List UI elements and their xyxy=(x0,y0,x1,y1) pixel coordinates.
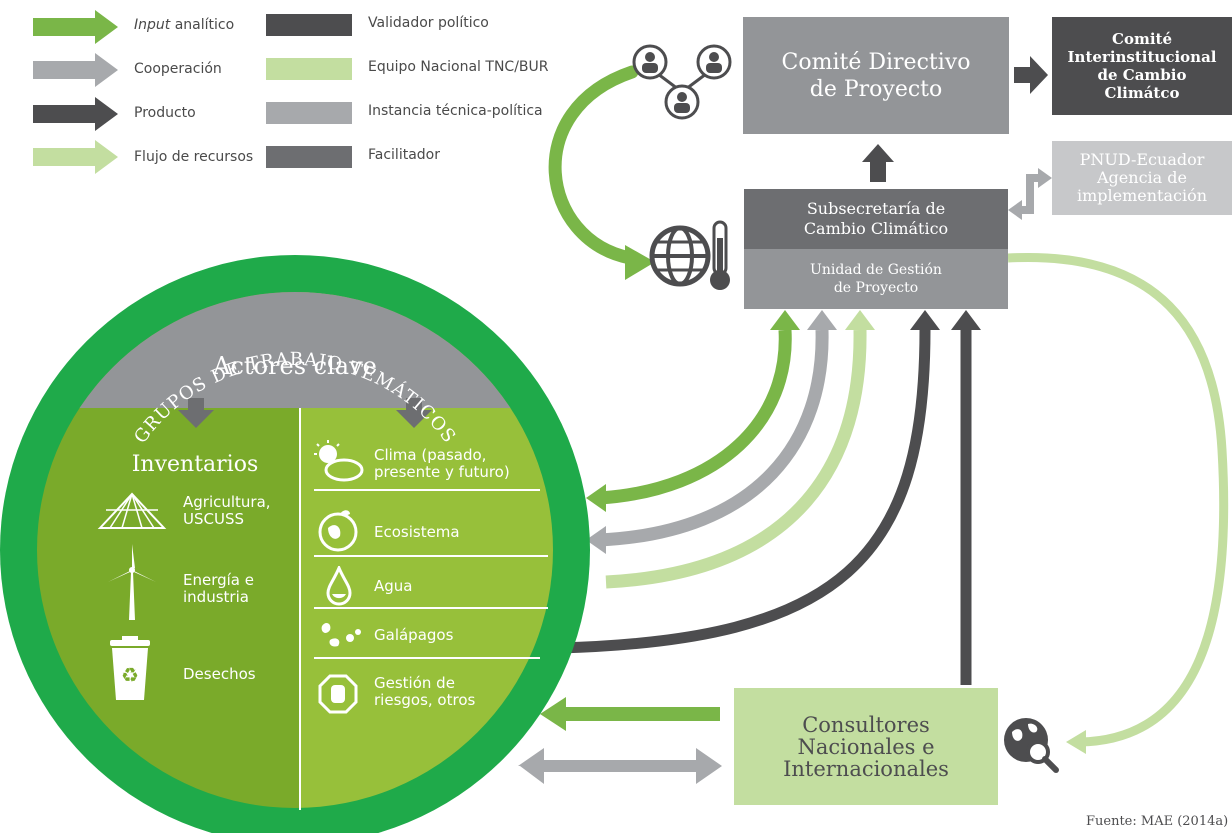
legend-label-validador: Validador político xyxy=(368,15,489,31)
subsecretaria-line2: Cambio Climático xyxy=(803,219,949,238)
arrow-consultores-to-circle xyxy=(540,697,720,731)
actores-clave-label: Actores clave xyxy=(213,352,377,380)
legend-arrow-cooperacion xyxy=(33,53,118,87)
globe-leaf-icon xyxy=(318,510,358,552)
arrow-sub-to-directivo xyxy=(862,144,894,182)
legend-label-input: Input analítico xyxy=(134,17,235,33)
arrow-consultores-double xyxy=(518,748,722,784)
wind-turbine-icon xyxy=(108,544,156,620)
comite-inter-box: Comité Interinstitucional de Cambio Clim… xyxy=(1052,17,1232,115)
arrowhead-people-to-globe xyxy=(625,245,655,280)
source-note: Fuente: MAE (2014a) xyxy=(1086,814,1229,829)
thematic-groups-circle: GRUPOS DE TRABAJO TEMÁTICOS xyxy=(0,255,590,833)
pnud-line1: PNUD-Ecuador xyxy=(1079,150,1205,169)
arrowhead-pnud-right xyxy=(1038,168,1052,188)
subsecretaria-header: Subsecretaría de Cambio Climático xyxy=(744,189,1008,249)
legend-arrow-input xyxy=(33,10,118,44)
people-network-icon xyxy=(632,44,732,120)
islands-icon xyxy=(321,623,361,647)
arrow-circle-light xyxy=(605,329,867,589)
arrowhead-green-up xyxy=(770,310,800,330)
inventarios-label: Inventarios xyxy=(131,452,259,477)
consultores-line2: Nacionales e xyxy=(797,734,935,759)
right-item-2-label: Ecosistema xyxy=(374,523,460,541)
svg-text:♻: ♻ xyxy=(121,663,139,687)
arrow-directivo-to-inter xyxy=(1014,56,1048,94)
arrowhead-to-search xyxy=(1066,730,1086,754)
consultores-line1: Consultores xyxy=(802,712,930,737)
legend-box-equipo xyxy=(266,58,352,80)
subsecretaria-box: Subsecretaría de Cambio Climático Unidad… xyxy=(744,189,1008,309)
arrow-pnud-link xyxy=(1016,174,1040,214)
unidad-line2: de Proyecto xyxy=(833,280,919,296)
water-drop-icon xyxy=(326,566,352,606)
pnud-line3: implementación xyxy=(1076,186,1208,205)
comite-inter-line4: Climátco xyxy=(1104,84,1180,102)
left-item-3-label: Desechos xyxy=(183,665,256,683)
right-item-1-label: Clima (pasado,presente y futuro) xyxy=(374,446,510,481)
arrowhead-consultores-up xyxy=(951,310,981,330)
left-item-1-label: Agricultura,USCUSS xyxy=(183,493,271,528)
legend-arrow-flujo xyxy=(33,140,118,174)
arrow-circle-green xyxy=(599,329,792,505)
arrowhead-dark-up xyxy=(910,310,940,330)
subsecretaria-line1: Subsecretaría de xyxy=(806,199,946,218)
legend-graphics xyxy=(33,10,352,174)
comite-directivo-line2: de Proyecto xyxy=(809,76,943,102)
legend-label-cooperacion: Cooperación xyxy=(134,61,222,77)
right-item-3-label: Agua xyxy=(374,577,413,595)
arrow-people-to-globe xyxy=(548,65,639,265)
arrowhead-light-up xyxy=(845,310,875,330)
arrow-circle-dark xyxy=(559,329,931,654)
legend-label-equipo: Equipo Nacional TNC/BUR xyxy=(368,59,549,75)
arrow-sub-to-consultores-search xyxy=(1007,252,1229,747)
legend-box-instancia xyxy=(266,102,352,124)
legend-label-instancia: Instancia técnica-política xyxy=(368,103,543,119)
legend-label-flujo: Flujo de recursos xyxy=(134,149,254,165)
legend-label-facilitador: Facilitador xyxy=(368,147,440,163)
comite-directivo-box: Comité Directivo de Proyecto xyxy=(743,17,1009,134)
globe-thermometer-icon xyxy=(649,220,730,290)
legend-label-producto: Producto xyxy=(134,105,196,121)
comite-inter-line2: Interinstitucional xyxy=(1067,48,1217,66)
unidad-gestion-box: Unidad de Gestión de Proyecto xyxy=(744,249,1008,309)
globe-search-icon xyxy=(1004,718,1059,773)
comite-inter-line3: de Cambio xyxy=(1097,66,1187,84)
recycle-bin-icon: ♻ xyxy=(110,636,150,700)
legend-box-facilitador xyxy=(266,146,352,168)
comite-directivo-line1: Comité Directivo xyxy=(781,49,971,75)
consultores-box: Consultores Nacionales e Internacionales xyxy=(734,688,998,805)
hand-stop-icon xyxy=(318,674,358,714)
arrowhead-pnud-left xyxy=(1008,200,1022,220)
weather-icon xyxy=(314,440,364,482)
unidad-line1: Unidad de Gestión xyxy=(810,262,942,278)
arrowhead-gray-up xyxy=(807,310,837,330)
actores-to-clima-arrow xyxy=(396,398,432,428)
comite-inter-line1: Comité xyxy=(1112,30,1172,48)
arrowhead-green-left xyxy=(586,484,606,512)
pnud-box: PNUD-Ecuador Agencia de implementación xyxy=(1052,141,1232,215)
consultores-line3: Internacionales xyxy=(783,756,949,781)
right-item-4-label: Galápagos xyxy=(374,626,454,644)
arrow-circle-gray xyxy=(599,329,829,547)
pnud-line2: Agencia de xyxy=(1097,168,1187,187)
field-icon xyxy=(97,492,167,529)
actores-to-inventarios-arrow xyxy=(178,398,214,428)
legend-box-validador xyxy=(266,14,352,36)
legend-arrow-producto xyxy=(33,97,118,131)
arrowhead-gray-left xyxy=(586,526,606,554)
